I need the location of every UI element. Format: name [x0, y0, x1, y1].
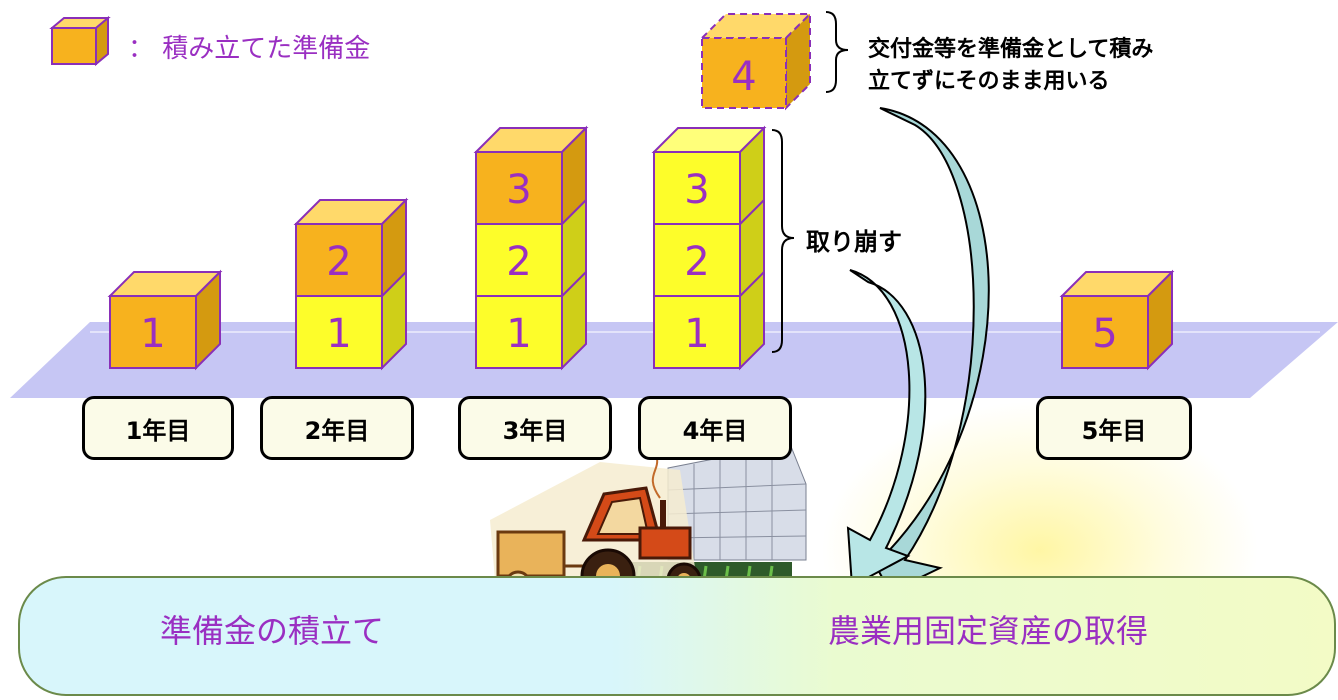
reserve-cube-year4-2: 2 — [653, 197, 765, 299]
cube-number: 2 — [326, 239, 351, 285]
legend-label: ： 積み立てた準備金 — [128, 34, 371, 64]
cube-front-face — [653, 151, 741, 225]
reserve-cube-year3-2: 2 — [475, 197, 587, 299]
reserve-cube-year2-1: 1 — [295, 269, 407, 371]
cube-front-face — [109, 295, 197, 369]
cube-number: 1 — [140, 311, 165, 357]
cube-front-face — [295, 295, 383, 369]
withdraw-arrow — [846, 269, 927, 588]
direct-use-cube — [699, 11, 813, 111]
direct-use-note: 交付金等を準備金として積み 立てずにそのまま用いる — [868, 34, 1153, 98]
cube-number: 5 — [1092, 311, 1117, 357]
cube-number: 3 — [506, 167, 531, 213]
direct-use-cube-number: 4 — [731, 54, 756, 100]
cube-number: 1 — [326, 311, 351, 357]
hay-bales-image — [667, 443, 807, 561]
reserve-cube-year5-5: 5 — [1059, 269, 1175, 371]
reserve-cube-year2-2: 2 — [293, 197, 409, 299]
cube-number: 3 — [684, 167, 709, 213]
year-label-4: 4年目 — [638, 396, 792, 460]
reserve-cube-year3-1: 1 — [475, 269, 587, 371]
asset-acquisition-title: 農業用固定資産の取得 — [828, 612, 1149, 650]
cube-front-face — [475, 151, 563, 225]
cube-number: 1 — [684, 311, 709, 357]
year-label-1: 1年目 — [82, 396, 234, 460]
reserve-cube-year3-3: 3 — [473, 125, 589, 227]
direct-use-note-line2: 立てずにそのまま用いる — [868, 69, 1110, 94]
cube-front-face — [475, 223, 563, 297]
withdraw-brace — [771, 129, 795, 353]
cube-number: 1 — [506, 311, 531, 357]
cube-front-face — [1061, 295, 1149, 369]
year-label-3: 3年目 — [458, 396, 612, 460]
year-label-5: 5年目 — [1036, 396, 1192, 460]
cube-front-face — [475, 295, 563, 369]
direct-use-note-line1: 交付金等を準備金として積み — [868, 37, 1154, 62]
year-label-2: 2年目 — [260, 396, 414, 460]
legend-cube-icon — [49, 15, 111, 67]
reserve-cube-year4-3: 3 — [651, 125, 767, 227]
reserve-accumulation-title: 準備金の積立て — [160, 612, 385, 650]
reserve-cube-year1-1: 1 — [107, 269, 223, 371]
cube-number: 2 — [684, 239, 709, 285]
note-brace — [825, 11, 849, 93]
cube-front-face — [295, 223, 383, 297]
cube-number: 2 — [506, 239, 531, 285]
withdraw-label: 取り崩す — [806, 228, 902, 256]
